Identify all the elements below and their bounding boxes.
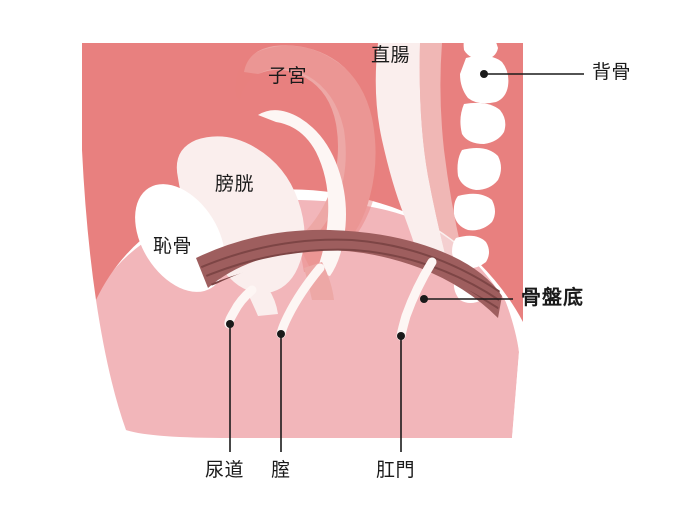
label-pelvic-floor: 骨盤底 — [521, 287, 584, 309]
anal-canal — [396, 257, 437, 341]
label-uterus: 子宮 — [268, 66, 308, 87]
leader-pelvic-floor — [420, 295, 513, 303]
leader-urethra — [226, 320, 234, 452]
label-vagina: 腟 — [271, 460, 291, 481]
label-pubic-bone: 恥骨 — [153, 236, 193, 257]
leader-vagina — [277, 330, 285, 452]
label-anus: 肛門 — [376, 460, 416, 481]
leader-lines — [226, 70, 584, 452]
leader-anus — [397, 332, 405, 452]
label-rectum: 直腸 — [371, 45, 411, 66]
label-spine: 背骨 — [592, 62, 632, 83]
spine-shape — [452, 27, 509, 303]
label-urethra: 尿道 — [205, 460, 245, 481]
rectum-shape — [375, 43, 462, 262]
label-bladder: 膀胱 — [215, 174, 255, 195]
vaginal-canal — [276, 263, 325, 339]
leader-spine — [480, 70, 584, 78]
